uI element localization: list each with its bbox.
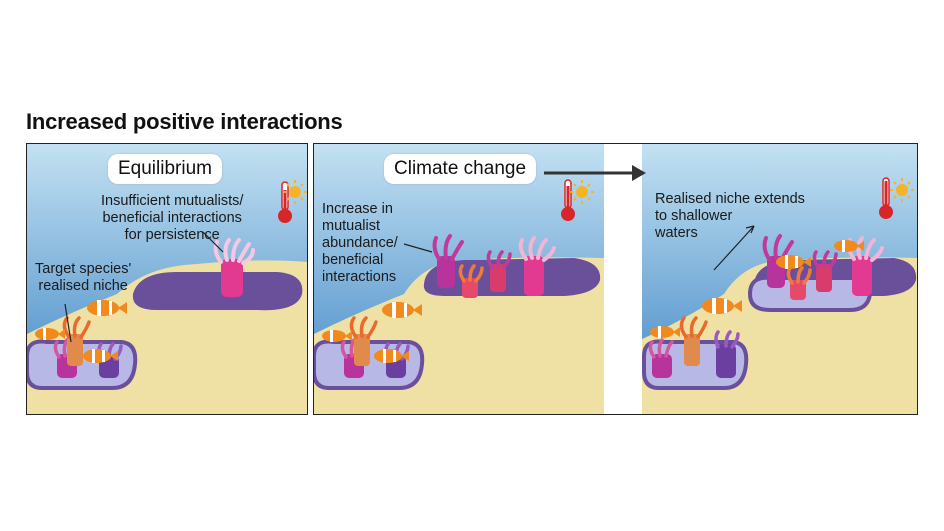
- clownfish-icon: [35, 328, 65, 340]
- clownfish-icon: [322, 330, 352, 342]
- anemone-icon: [518, 236, 556, 296]
- pointer-line: [202, 231, 224, 253]
- note-niche-extends: Realised niche extends to shallower wate…: [655, 191, 805, 241]
- sun-icon: [570, 180, 594, 204]
- arrow-right-icon: [544, 165, 646, 181]
- anemone-icon: [786, 266, 812, 300]
- anemone-icon: [213, 238, 255, 297]
- note-realised-niche: Target species' realised niche: [35, 261, 132, 294]
- clownfish-icon: [650, 326, 680, 338]
- thermometer-icon: [278, 181, 292, 223]
- pointer-line: [713, 225, 755, 271]
- panel-divider: [604, 144, 642, 414]
- clownfish-icon: [83, 349, 118, 363]
- sun-icon: [890, 178, 914, 202]
- sun-icon: [283, 180, 307, 204]
- clownfish-icon: [702, 298, 742, 314]
- anemone-icon: [714, 330, 740, 378]
- panel-label-equilibrium: Equilibrium: [108, 154, 222, 184]
- anemone-icon: [458, 264, 484, 298]
- equilibrium-panel: Equilibrium Insufficient mutualists/ ben…: [26, 143, 308, 415]
- thermometer-icon: [561, 179, 575, 221]
- anemone-icon: [432, 234, 464, 288]
- clownfish-icon: [87, 300, 127, 316]
- note-mutualist-increase: Increase in mutualist abundance/ benefic…: [322, 201, 398, 285]
- clownfish-icon: [382, 302, 422, 318]
- unoccupied-niche: [132, 272, 303, 311]
- anemone-icon: [648, 338, 674, 378]
- note-insufficient-mutualists: Insufficient mutualists/ beneficial inte…: [101, 193, 244, 243]
- panel-label-climate-change: Climate change: [384, 154, 537, 184]
- anemone-icon: [349, 316, 378, 366]
- climate-change-scene: [314, 144, 917, 414]
- equilibrium-scene: [27, 144, 307, 414]
- clownfish-icon: [374, 349, 409, 363]
- anemone-icon: [679, 316, 708, 366]
- anemone-icon: [812, 250, 838, 292]
- pointer-line: [64, 303, 72, 343]
- climate-change-panel: Climate change Increase in mutualist abu…: [313, 143, 918, 415]
- thermometer-icon: [879, 177, 893, 219]
- clownfish-icon: [776, 255, 811, 269]
- pointer-line: [403, 243, 433, 253]
- anemone-icon: [486, 250, 512, 292]
- clownfish-icon: [834, 240, 864, 252]
- figure-title: Increased positive interactions: [26, 109, 343, 134]
